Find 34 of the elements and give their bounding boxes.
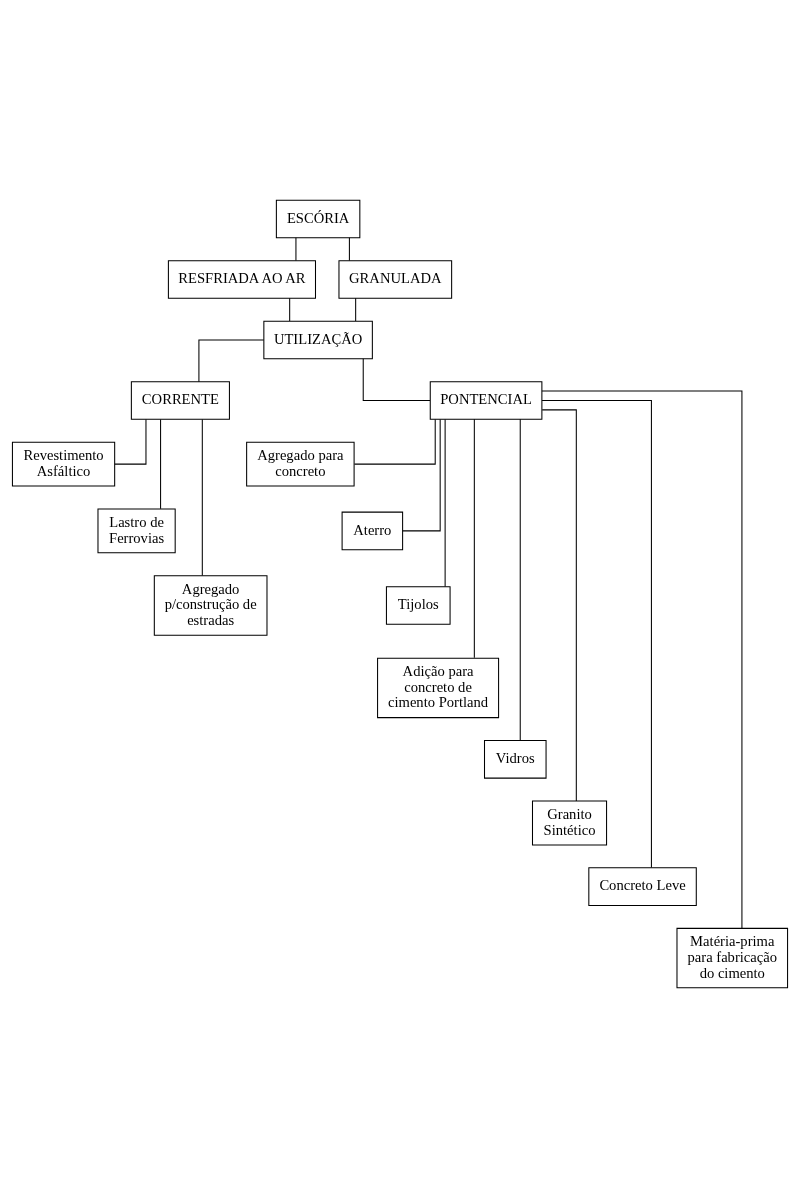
connector: [355, 297, 357, 321]
connector: [348, 236, 350, 261]
node-box: UTILIZAÇÃO: [263, 320, 373, 359]
connector: [114, 418, 147, 465]
node-box: Lastro de Ferrovias: [97, 507, 176, 553]
node-box: Vidros: [484, 739, 547, 779]
connector: [160, 418, 162, 509]
node-box: Aterro: [341, 511, 404, 550]
connector: [289, 297, 291, 321]
connector: [541, 399, 652, 868]
node-box: PONTENCIAL: [429, 380, 543, 420]
node-box: Revestimento Asfáltico: [11, 441, 116, 487]
connector: [353, 418, 436, 465]
node-box: Agregado para concreto: [246, 441, 355, 487]
node-box: GRANULADA: [338, 259, 453, 299]
node-box: Tijolos: [385, 585, 451, 625]
connector: [541, 408, 577, 802]
node-box: CORRENTE: [130, 380, 230, 420]
node-box: Granito Sintético: [531, 800, 608, 845]
node-box: ESCÓRIA: [275, 199, 361, 238]
connector: [201, 418, 203, 576]
node-box: Adição para concreto de cimento Portland: [377, 657, 500, 718]
connector: [295, 236, 297, 261]
connector: [473, 418, 475, 658]
connector: [198, 338, 265, 382]
node-box: Matéria-prima para fabricação do cimento: [676, 927, 789, 988]
connector: [444, 418, 446, 587]
connector: [402, 418, 441, 531]
node-box: RESFRIADA AO AR: [167, 259, 316, 299]
connector: [362, 357, 431, 401]
node-box: Agregado p/construção de estradas: [153, 574, 268, 636]
node-box: Concreto Leve: [588, 866, 697, 906]
connector: [541, 390, 743, 929]
connector: [519, 418, 521, 741]
